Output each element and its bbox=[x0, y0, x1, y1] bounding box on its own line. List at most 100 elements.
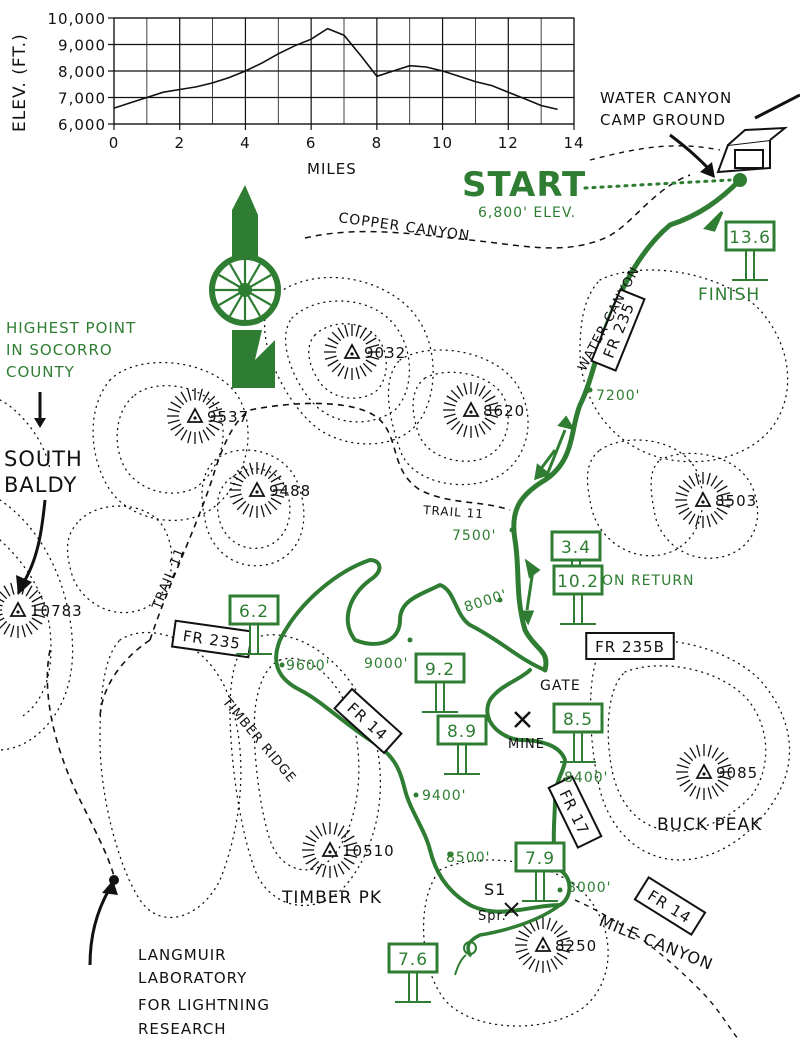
hachure-tick bbox=[713, 510, 724, 521]
hachure-tick bbox=[707, 787, 712, 800]
hachure-tick bbox=[556, 930, 568, 938]
peak-triangle-icon bbox=[694, 491, 712, 507]
hachure-tick bbox=[187, 388, 192, 401]
hachure-tick bbox=[324, 344, 337, 349]
hachure-tick bbox=[474, 425, 479, 438]
hachure-tick bbox=[337, 863, 345, 875]
wheel-spoke bbox=[229, 289, 246, 317]
post bbox=[457, 743, 467, 775]
langmuir-1: LANGMUIR bbox=[138, 946, 227, 964]
hachure-tick bbox=[28, 620, 39, 631]
peak-elevation-label: 8503 bbox=[715, 492, 757, 510]
wheel-spoke bbox=[244, 274, 272, 291]
x-tick-label: 8 bbox=[372, 134, 383, 152]
hachure-tick bbox=[340, 860, 351, 871]
hachure-tick bbox=[362, 362, 373, 373]
peak-triangle-icon bbox=[534, 936, 552, 952]
hachure-tick bbox=[267, 469, 278, 480]
hachure-tick bbox=[187, 431, 192, 444]
peak-triangle-icon bbox=[343, 343, 361, 359]
post bbox=[535, 870, 545, 902]
mine-label: MINE bbox=[508, 737, 545, 752]
hachure-tick bbox=[553, 924, 564, 935]
milepost-m13-6: 13.6 bbox=[724, 220, 776, 281]
milepost-label: 6.2 bbox=[239, 602, 269, 622]
hachure-tick bbox=[180, 391, 188, 403]
x-tick-label: 6 bbox=[306, 134, 317, 152]
hachure-tick bbox=[31, 617, 43, 625]
hachure-tick bbox=[719, 764, 732, 769]
x-tick-label: 12 bbox=[498, 134, 519, 152]
hachure-tick bbox=[456, 423, 464, 435]
hachure-tick bbox=[167, 408, 180, 413]
spring-icon bbox=[504, 902, 519, 917]
hachure-tick bbox=[170, 423, 182, 431]
hachure-tick bbox=[174, 395, 185, 406]
peak-dot bbox=[541, 945, 545, 949]
hachure-tick bbox=[264, 503, 272, 515]
hachure-tick bbox=[486, 413, 499, 418]
post bbox=[408, 971, 418, 1003]
south-baldy-1: SOUTH bbox=[4, 447, 83, 471]
hachure-tick bbox=[446, 395, 458, 403]
pointer-arrows bbox=[20, 133, 712, 966]
hachure-tick bbox=[33, 602, 46, 607]
hachure-tick bbox=[25, 585, 33, 597]
milepost-board bbox=[228, 594, 280, 626]
hachure-tick bbox=[710, 513, 718, 525]
post bbox=[745, 249, 755, 281]
elev-8000b: 8000' bbox=[567, 880, 611, 896]
peak-elevation-label: 9537 bbox=[207, 408, 249, 426]
wheel-spoke bbox=[218, 289, 246, 306]
water-icon bbox=[454, 941, 477, 976]
camp-road-dashed bbox=[589, 145, 721, 161]
hachure-tick bbox=[676, 764, 689, 769]
hachure-tick bbox=[696, 787, 701, 800]
post bbox=[573, 593, 583, 625]
peak-dot bbox=[328, 850, 332, 854]
hachure-tick bbox=[210, 408, 223, 413]
hachure-tick bbox=[678, 485, 690, 493]
trail-11-upper-label: TRAIL 11 bbox=[422, 503, 485, 521]
elev-8000a: 8000' bbox=[462, 587, 509, 616]
hachure-tick bbox=[359, 365, 367, 377]
milepost-board bbox=[387, 942, 439, 974]
hachure-tick bbox=[272, 482, 285, 487]
hachure-tick bbox=[682, 479, 693, 490]
sign-plate bbox=[333, 687, 403, 755]
hachure-tick bbox=[324, 355, 337, 360]
s1-label: S1 bbox=[484, 880, 506, 899]
hachure-tick bbox=[267, 500, 278, 511]
hachure-tick bbox=[707, 744, 712, 757]
x-tick-label: 10 bbox=[432, 134, 453, 152]
milepost-label: 3.4 bbox=[561, 538, 591, 558]
x-tick-label: 4 bbox=[240, 134, 251, 152]
x-tick-label: 2 bbox=[174, 134, 185, 152]
y-tick-label: 10,000 bbox=[48, 10, 107, 28]
mileposts: 13.63.410.26.29.28.98.57.97.6 bbox=[228, 220, 776, 1003]
hachure-tick bbox=[170, 401, 182, 409]
milepost-label: 8.9 bbox=[447, 722, 477, 742]
hachure-tick bbox=[0, 604, 3, 607]
peak-dot bbox=[16, 610, 20, 614]
hachure-tick bbox=[679, 757, 691, 765]
hachure-tick bbox=[689, 747, 697, 759]
peak-dot bbox=[702, 772, 706, 776]
hachure-tick bbox=[719, 775, 732, 780]
hachure-tick bbox=[522, 924, 533, 935]
peak-hachures bbox=[0, 324, 732, 973]
camp-label-1: WATER CANYON bbox=[600, 89, 732, 107]
peak-elevation-label: 8620 bbox=[483, 402, 525, 420]
milepost-m9-2: 9.2 bbox=[414, 652, 466, 713]
hachure-tick bbox=[31, 595, 43, 603]
langmuir-marker bbox=[109, 875, 119, 885]
milepost-m8-9: 8.9 bbox=[436, 714, 488, 775]
hachure-tick bbox=[695, 515, 700, 528]
hachure-tick bbox=[10, 625, 15, 638]
langmuir-road bbox=[46, 649, 116, 881]
milepost-m10-2: 10.2 bbox=[552, 564, 604, 625]
hachure-tick bbox=[315, 825, 323, 837]
hachure-tick bbox=[236, 469, 247, 480]
